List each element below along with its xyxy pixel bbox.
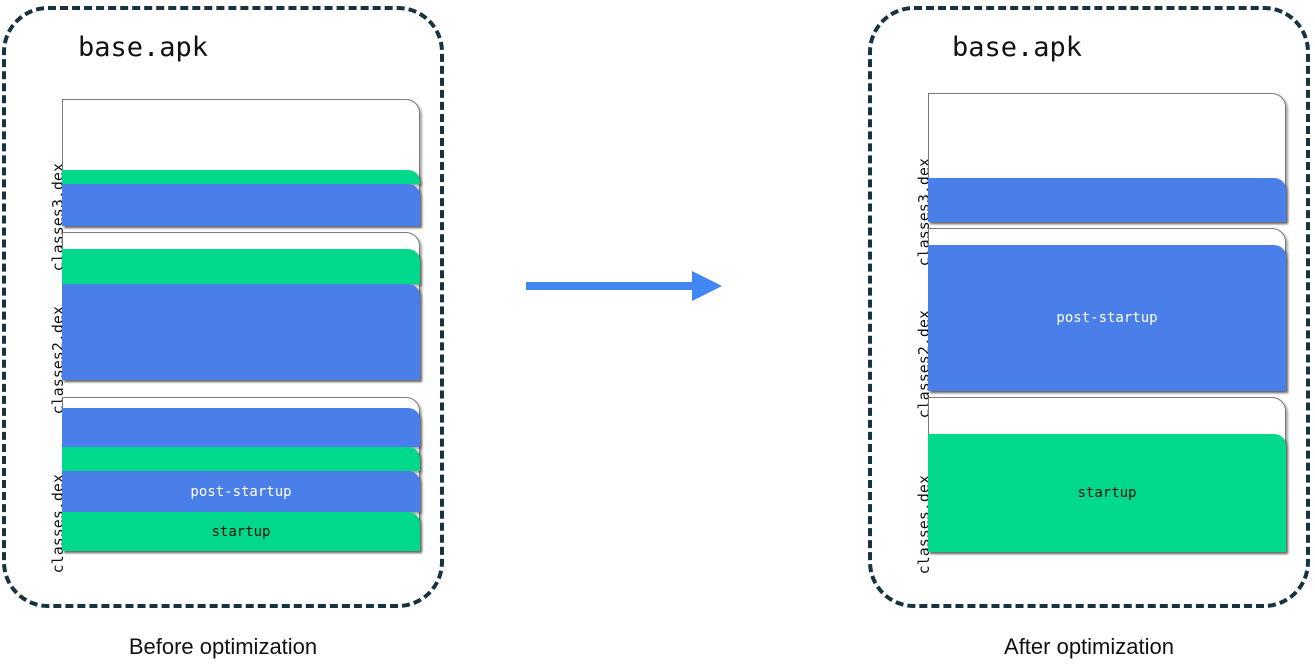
- band-post-startup: [62, 184, 420, 226]
- dex-bands: post-startup startup: [62, 408, 420, 551]
- dex-bands: [928, 178, 1286, 222]
- dex-block-classes-after: classes.dex startup: [915, 397, 1286, 574]
- caption-after-optimization: After optimization: [1004, 634, 1174, 659]
- dex-block-classes-before: classes.dex post-startup startup: [49, 397, 420, 573]
- apk-panel-before: base.apk: [2, 6, 444, 608]
- apk-title-before: base.apk: [78, 32, 209, 63]
- dex-block-classes2-after: classes2.dex post-startup: [915, 228, 1286, 418]
- band-label: startup: [211, 523, 271, 540]
- band-startup-labeled: startup: [928, 434, 1286, 552]
- dex-bands: [62, 170, 420, 226]
- caption-before-optimization: Before optimization: [128, 634, 318, 659]
- band-post-startup-labeled: post-startup: [62, 471, 420, 512]
- dex-block-classes2-before: classes2.dex: [49, 232, 420, 414]
- apk-panel-after: base.apk: [868, 6, 1310, 608]
- dex-bands: [62, 249, 420, 380]
- dex-bands: post-startup: [928, 245, 1286, 391]
- dex-block-classes3-after: classes3.dex: [915, 93, 1286, 266]
- band-post-startup: [928, 178, 1286, 222]
- band-post-startup-labeled: post-startup: [928, 245, 1286, 391]
- band-post-startup: [62, 408, 420, 447]
- band-label: post-startup: [1056, 310, 1158, 326]
- right-arrow-icon: [524, 268, 724, 304]
- band-startup-labeled: startup: [62, 512, 420, 551]
- dex-bands: startup: [928, 434, 1286, 552]
- dex-block-classes3-before: classes3.dex: [49, 99, 420, 271]
- band-label: post-startup: [190, 483, 292, 500]
- band-startup: [62, 249, 420, 284]
- band-startup: [62, 170, 420, 184]
- band-label: startup: [1077, 485, 1137, 501]
- band-post-startup: [62, 284, 420, 380]
- band-startup: [62, 447, 420, 471]
- apk-title-after: base.apk: [952, 32, 1083, 63]
